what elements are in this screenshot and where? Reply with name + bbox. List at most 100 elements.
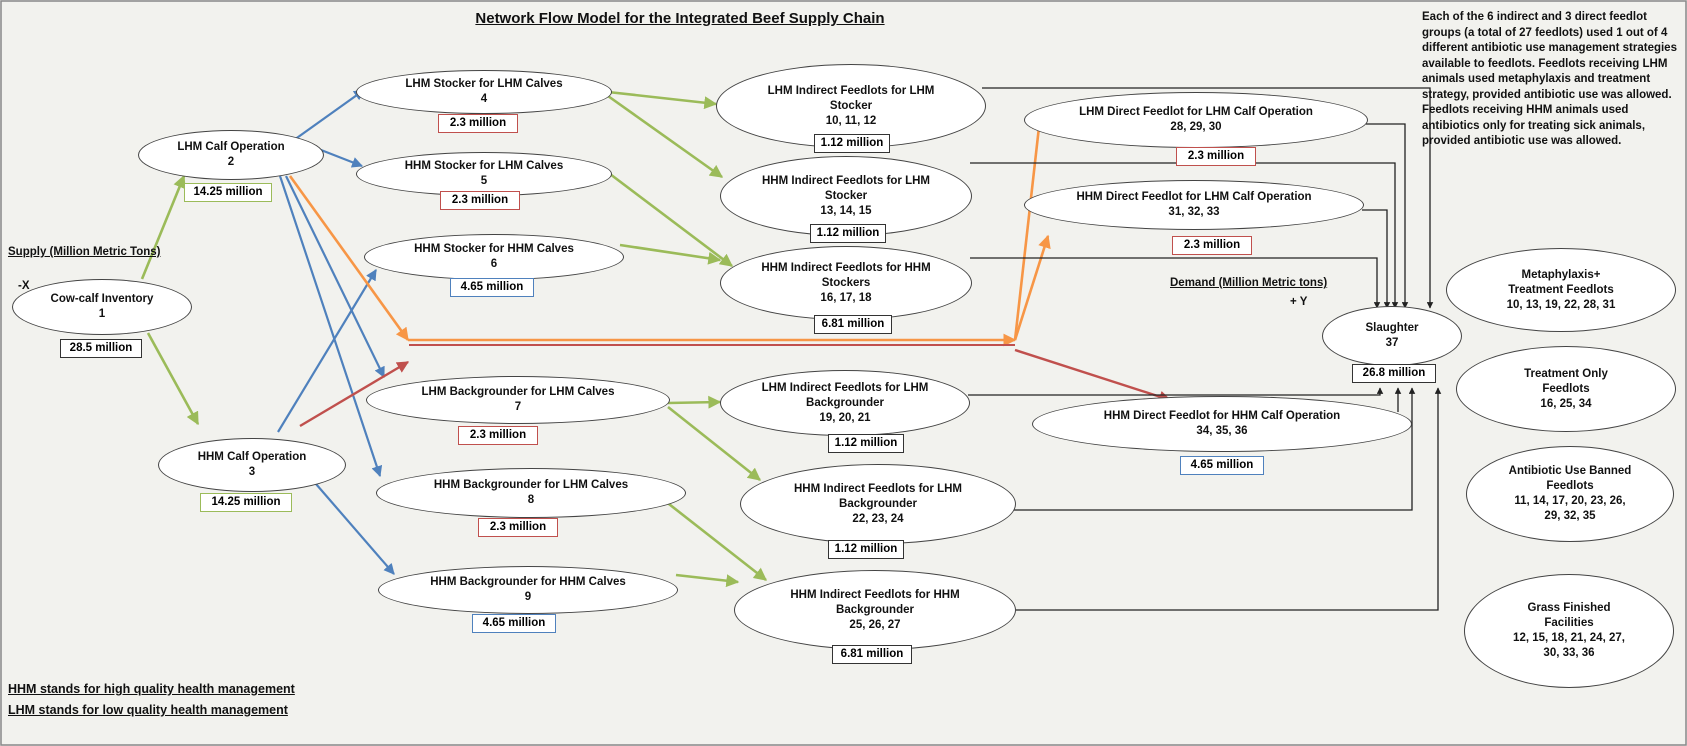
node-name: LHM Indirect Feedlots for LHM (761, 381, 929, 394)
node-id: 31, 32, 33 (1168, 206, 1220, 218)
value-n8: 2.3 million (478, 518, 558, 537)
value-f16: 6.81 million (814, 315, 892, 334)
value-f19: 1.12 million (828, 434, 904, 453)
node-id: 8 (527, 494, 535, 506)
node-id: 2 (227, 156, 235, 168)
value-n4: 2.3 million (438, 114, 518, 133)
arrow-13-to-37 (970, 162, 1399, 309)
node-name-2: Backgrounder (836, 603, 914, 616)
node-name: Cow-calf Inventory (50, 293, 154, 305)
category-ids-2: 29, 32, 35 (1544, 510, 1596, 522)
node-id: 5 (480, 175, 488, 187)
node-id: 37 (1385, 337, 1399, 349)
category-line-2: Treatment Feedlots (1508, 283, 1614, 296)
category-line-1: Grass Finished (1527, 602, 1611, 614)
arrow-to-34 (1014, 348, 1172, 403)
value-f25: 6.81 million (832, 645, 912, 664)
node-name-2: Stockers (821, 276, 871, 289)
node-id: 13, 14, 15 (820, 204, 872, 217)
arrow-3-to-9 (315, 483, 395, 575)
arrow-5-to-16 (609, 172, 734, 268)
legend-hhm: HHM stands for high quality health manag… (8, 682, 295, 696)
node-hhm-calf-operation: HHM Calf Operation 3 (158, 438, 346, 492)
arrow-19-to-37 (968, 387, 1384, 396)
node-id: 22, 23, 24 (852, 512, 904, 525)
category-ids: 12, 15, 18, 21, 24, 27, (1513, 632, 1625, 644)
arrow-6-to-16 (619, 243, 722, 265)
node-id: 10, 11, 12 (825, 114, 877, 127)
arrow-to-31 (1013, 234, 1051, 341)
diagram-title: Network Flow Model for the Integrated Be… (475, 10, 885, 27)
arrow-8-to-25 (659, 495, 768, 582)
value-n2: 14.25 million (184, 183, 272, 202)
node-name: HHM Direct Feedlot for LHM Calf Operatio… (1076, 191, 1312, 203)
value-n9: 4.65 million (472, 614, 556, 633)
node-name-2: Stocker (829, 99, 873, 112)
arrow-25-to-37 (1016, 387, 1442, 611)
category-line-1: Antibiotic Use Banned (1508, 465, 1632, 477)
node-hhm-indirect-hhm-backgrounder: HHM Indirect Feedlots for HHM Backgrounde… (734, 570, 1016, 650)
node-name: HHM Direct Feedlot for HHM Calf Operatio… (1103, 410, 1341, 422)
category-line-2: Feedlots (1542, 382, 1590, 395)
value-n7: 2.3 million (458, 426, 538, 445)
strategy-note: Each of the 6 indirect and 3 direct feed… (1422, 11, 1677, 147)
node-id: 9 (524, 591, 532, 603)
category-ids: 10, 13, 19, 22, 28, 31 (1506, 298, 1616, 311)
node-name: HHM Indirect Feedlots for LHM (793, 482, 963, 495)
node-id: 25, 26, 27 (849, 618, 901, 631)
node-hhm-backgrounder-hhm-calves: HHM Backgrounder for HHM Calves 9 (378, 566, 678, 614)
value-f13: 1.12 million (810, 224, 886, 243)
category-line-1: Metaphylaxis+ (1521, 268, 1601, 281)
category-line-2: Facilities (1544, 617, 1594, 629)
demand-label: Demand (Million Metric tons) (1170, 277, 1328, 289)
node-id: 7 (514, 401, 522, 413)
plus-y-label: + Y (1290, 296, 1308, 308)
arrow-1-to-2 (140, 174, 186, 280)
category-line-2: Feedlots (1546, 480, 1594, 492)
arrow-to-28 (1013, 116, 1046, 341)
value-f22: 1.12 million (828, 540, 904, 559)
arrow-28-to-37 (1366, 123, 1409, 309)
node-id: 1 (98, 308, 106, 320)
arrow-7-to-22 (667, 405, 762, 482)
node-lhm-direct-lhm-calf: LHM Direct Feedlot for LHM Calf Operatio… (1024, 92, 1368, 148)
node-id: 6 (490, 258, 498, 270)
node-name: HHM Calf Operation (197, 451, 307, 463)
node-id: 3 (248, 466, 256, 478)
node-name: HHM Indirect Feedlots for HHM (761, 261, 931, 274)
category-ids: 16, 25, 34 (1540, 397, 1592, 410)
arrow-2-to-8 (278, 175, 383, 478)
node-name-2: Stocker (824, 189, 868, 202)
node-name: HHM Backgrounder for HHM Calves (430, 576, 626, 588)
node-name: LHM Calf Operation (177, 141, 285, 153)
node-name: LHM Backgrounder for LHM Calves (421, 386, 615, 398)
category-ids: 11, 14, 17, 20, 23, 26, (1514, 495, 1626, 507)
arrow-3-to-6 (277, 269, 377, 433)
value-n1: 28.5 million (60, 339, 142, 358)
node-name-2: Backgrounder (806, 396, 884, 409)
value-d34: 4.65 million (1180, 456, 1264, 475)
arrow-9-to-25 (675, 573, 740, 588)
node-hhm-direct-lhm-calf: HHM Direct Feedlot for LHM Calf Operatio… (1024, 180, 1364, 230)
node-lhm-backgrounder-lhm-calves: LHM Backgrounder for LHM Calves 7 (366, 376, 670, 424)
arrow-4-to-10 (607, 90, 718, 110)
value-s37: 26.8 million (1352, 364, 1436, 383)
node-name: HHM Indirect Feedlots for LHM (761, 174, 931, 187)
node-id: 19, 20, 21 (819, 411, 871, 424)
node-lhm-indirect-lhm-backgrounder: LHM Indirect Feedlots for LHM Backgrounde… (720, 370, 970, 436)
node-name: HHM Indirect Feedlots for HHM (790, 588, 960, 601)
category-line-1: Treatment Only (1524, 367, 1608, 380)
node-cow-calf-inventory: Cow-calf Inventory 1 (12, 279, 192, 335)
node-name: LHM Stocker for LHM Calves (405, 78, 563, 90)
node-id: 34, 35, 36 (1196, 425, 1248, 437)
category-ids-2: 30, 33, 36 (1543, 647, 1595, 659)
node-name: LHM Direct Feedlot for LHM Calf Operatio… (1079, 106, 1313, 118)
value-n5: 2.3 million (440, 191, 520, 210)
arrow-2-to-7 (285, 175, 385, 378)
supply-label: Supply (Million Metric Tons) (8, 246, 161, 258)
